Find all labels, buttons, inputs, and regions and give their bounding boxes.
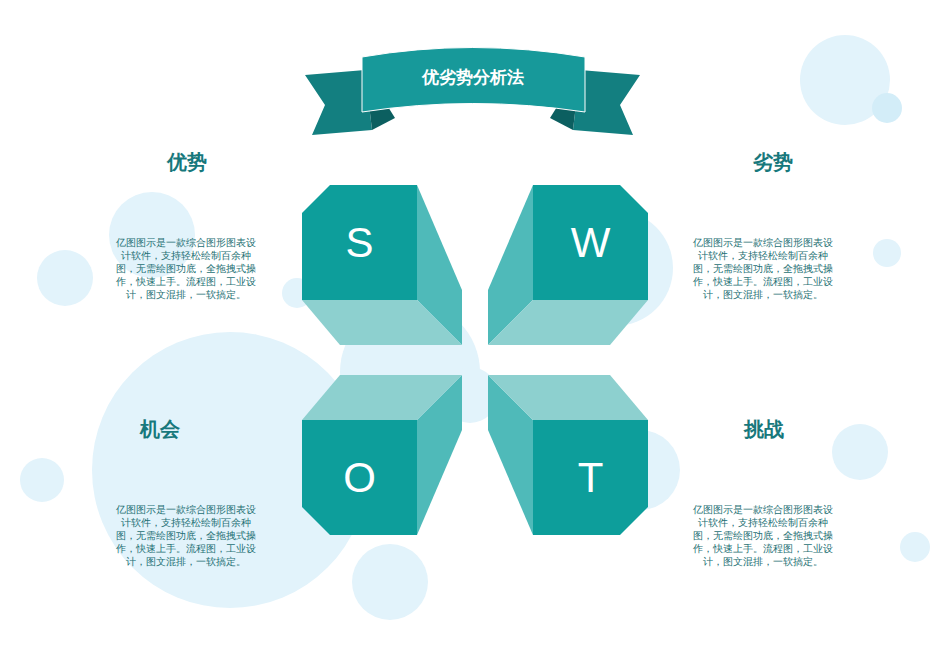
swot-block: S bbox=[302, 185, 417, 300]
section-body: 亿图图示是一款综合图形图表设计软件，支持轻松绘制百余种图，无需绘图功底，全拖拽式… bbox=[112, 236, 260, 302]
swot-block: W bbox=[533, 185, 648, 300]
bubble-group bbox=[20, 35, 930, 620]
title-ribbon bbox=[305, 48, 640, 136]
bubble bbox=[20, 458, 64, 502]
block-front-face bbox=[302, 185, 417, 300]
block-3d bbox=[302, 375, 462, 535]
section-heading: 机会 bbox=[140, 417, 180, 441]
section-heading: 劣势 bbox=[753, 150, 793, 174]
bubble bbox=[37, 250, 93, 306]
block-face bbox=[488, 300, 648, 345]
block-face bbox=[302, 300, 462, 345]
bubble bbox=[832, 424, 888, 480]
block-3d bbox=[488, 375, 648, 535]
bubble bbox=[872, 93, 902, 123]
block-sides bbox=[302, 185, 648, 535]
swot-block: O bbox=[302, 420, 417, 535]
block-front-face bbox=[533, 185, 648, 300]
block-face bbox=[302, 375, 462, 420]
block-3d bbox=[488, 185, 648, 345]
bubble bbox=[352, 544, 428, 620]
section-body: 亿图图示是一款综合图形图表设计软件，支持轻松绘制百余种图，无需绘图功底，全拖拽式… bbox=[112, 503, 260, 569]
ribbon-band bbox=[362, 48, 585, 113]
block-face bbox=[488, 375, 648, 420]
swot-letter: T bbox=[533, 457, 648, 499]
swot-letter: S bbox=[302, 222, 417, 264]
section-heading: 优势 bbox=[167, 150, 207, 174]
swot-block: T bbox=[533, 420, 648, 535]
block-front-face bbox=[533, 420, 648, 535]
block-front-face bbox=[302, 420, 417, 535]
bubble bbox=[873, 239, 901, 267]
bubble bbox=[900, 532, 930, 562]
swot-letter: O bbox=[302, 457, 417, 499]
swot-letter: W bbox=[533, 222, 648, 264]
title: 优劣势分析法 bbox=[422, 66, 524, 89]
section-heading: 挑战 bbox=[744, 417, 784, 441]
section-body: 亿图图示是一款综合图形图表设计软件，支持轻松绘制百余种图，无需绘图功底，全拖拽式… bbox=[689, 503, 837, 569]
section-body: 亿图图示是一款综合图形图表设计软件，支持轻松绘制百余种图，无需绘图功底，全拖拽式… bbox=[689, 236, 837, 302]
block-3d bbox=[302, 185, 462, 345]
